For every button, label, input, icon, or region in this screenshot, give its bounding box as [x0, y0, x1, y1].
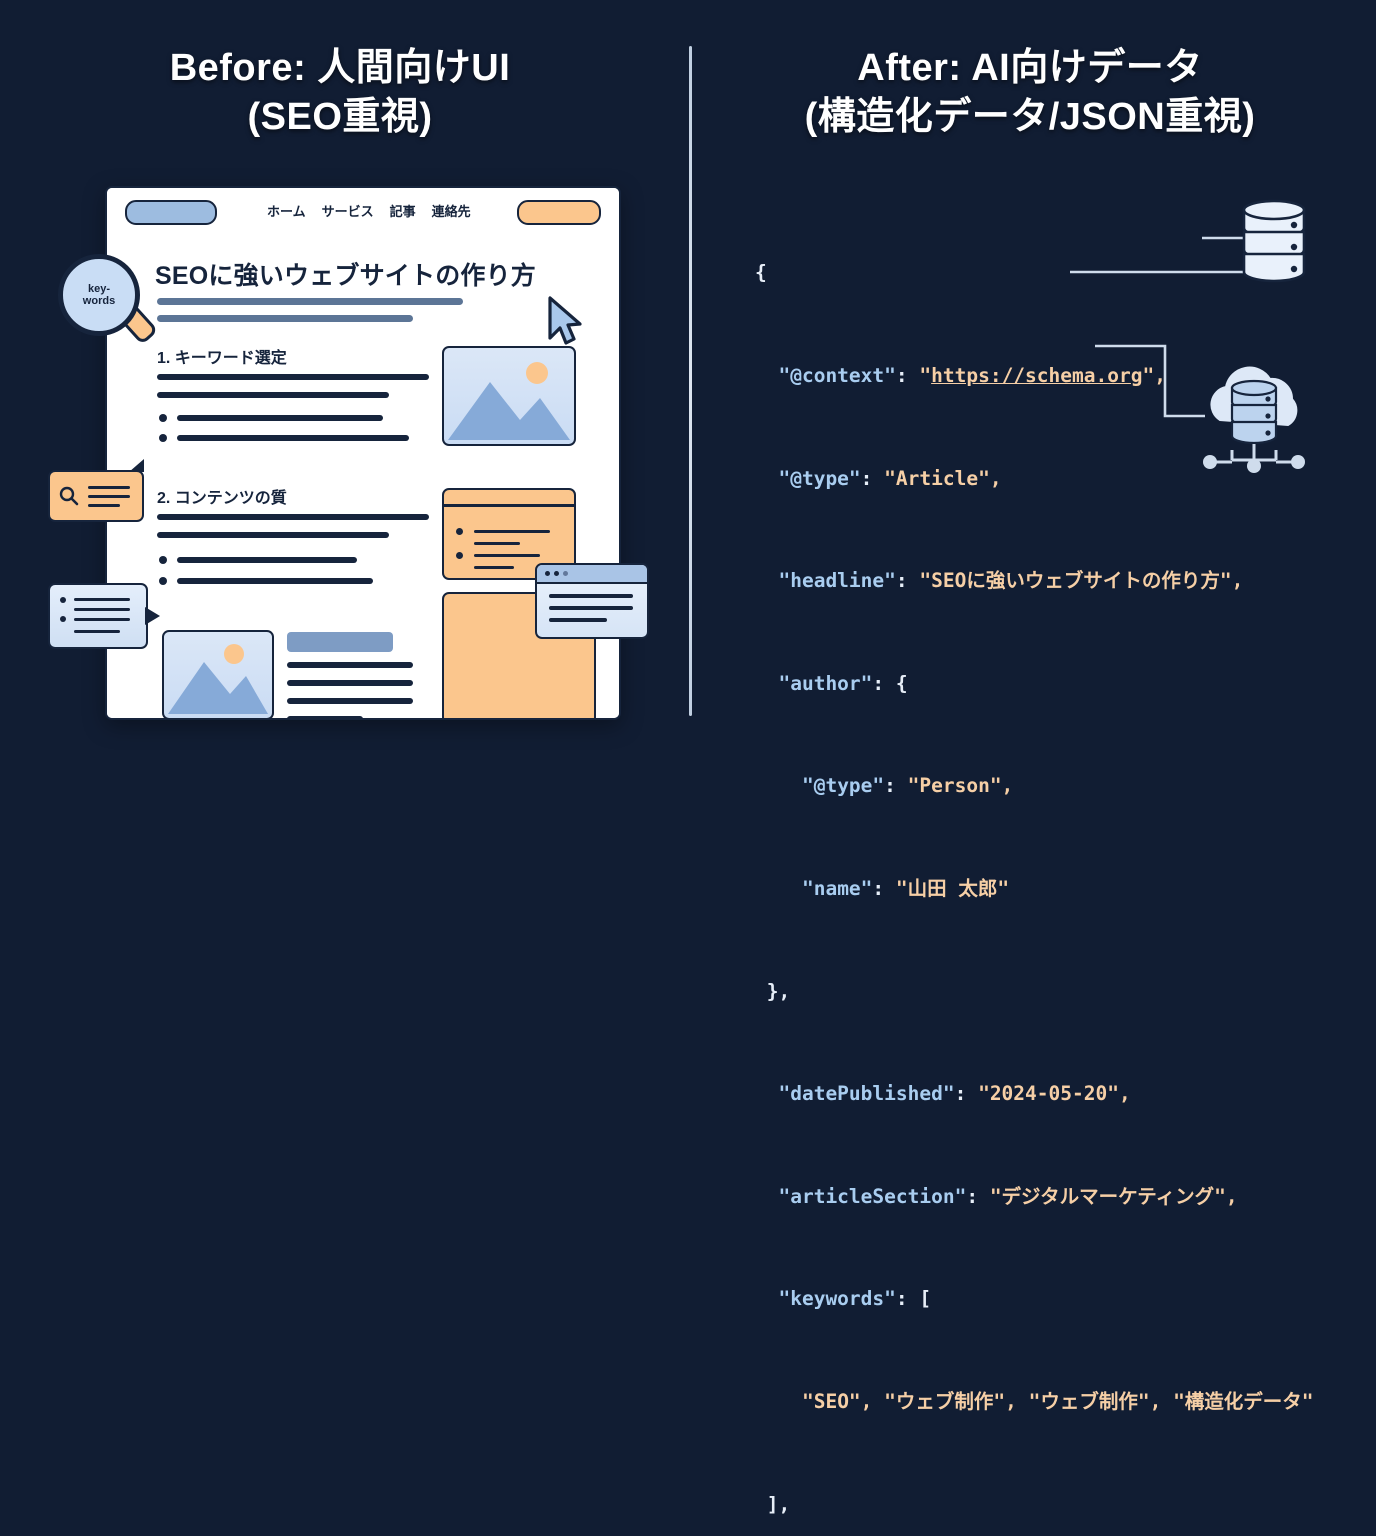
search-snippet-bubble — [48, 459, 144, 522]
sun-shape — [526, 362, 548, 384]
left-title-line2: (SEO重視) — [247, 95, 433, 138]
card-line — [474, 530, 550, 533]
bullet-line — [177, 578, 373, 584]
lead-line-2 — [157, 315, 413, 322]
magnifier-lens: key-words — [58, 254, 140, 336]
json-line: "headline": "SEOに強いウェブサイトの作り方", — [778, 569, 1244, 593]
site-nav[interactable]: ホーム サービス 記事 連絡先 — [267, 201, 471, 220]
site-page-body: SEOに強いウェブサイトの作り方 1. キーワード選定 2. コンテンツの質 — [107, 234, 619, 718]
left-panel-title: Before: 人間向けUI (SEO重視) — [30, 44, 650, 141]
sun-shape — [224, 644, 244, 664]
nav-item-services[interactable]: サービス — [321, 204, 374, 219]
json-line: "datePublished": "2024-05-20", — [778, 1082, 1131, 1106]
json-line: "SEO", "ウェブ制作", "ウェブ制作", "構造化データ" — [801, 1389, 1314, 1413]
json-line: "@type": "Person", — [801, 774, 1014, 798]
subheading-placeholder — [287, 632, 393, 652]
cloud-database-icon — [1203, 366, 1305, 473]
right-title-line2: (構造化データ/JSON重視) — [804, 95, 1256, 138]
right-panel-title: After: AI向けデータ (構造化データ/JSON重視) — [700, 44, 1360, 141]
text-line — [287, 662, 413, 668]
bullet-dot — [159, 414, 167, 422]
nav-item-home[interactable]: ホーム — [267, 204, 306, 219]
nav-item-articles[interactable]: 記事 — [389, 204, 416, 219]
mouse-cursor-icon — [548, 296, 582, 345]
window-dot — [545, 571, 550, 576]
slide-canvas: Before: 人間向けUI (SEO重視) After: AI向けデータ (構… — [30, 44, 1360, 1516]
card-line — [474, 542, 520, 545]
bullet-line — [177, 557, 357, 563]
mini-line — [549, 618, 607, 622]
text-line — [157, 392, 389, 398]
bullet-dot — [456, 528, 463, 535]
mountain-shape — [168, 662, 268, 714]
magnifying-glass-icon: key-words — [52, 252, 159, 352]
card-line — [474, 566, 514, 569]
site-header: ホーム サービス 記事 連絡先 — [107, 188, 619, 236]
site-cta-button[interactable] — [517, 200, 601, 225]
text-line — [157, 514, 429, 520]
json-line: }, — [766, 979, 791, 1003]
bullet-dot — [159, 434, 167, 442]
card-line — [474, 554, 540, 557]
bullet-dot — [159, 577, 167, 585]
bullet-dot — [60, 597, 66, 603]
nav-item-contact[interactable]: 連絡先 — [431, 204, 471, 219]
json-line: "@type": "Article", — [778, 466, 1002, 490]
bubble-line — [74, 598, 130, 601]
mini-browser-card — [535, 563, 649, 639]
site-logo-placeholder — [125, 200, 217, 225]
text-line — [287, 716, 363, 718]
bullet-dot — [60, 616, 66, 622]
text-line — [287, 680, 413, 686]
mini-line — [549, 606, 633, 610]
magnifier-label: key-words — [82, 282, 116, 307]
section-2-heading: 2. コンテンツの質 — [157, 490, 287, 507]
json-line: "name": "山田 太郎" — [801, 876, 1010, 900]
json-line: "keywords": [ — [778, 1287, 932, 1311]
page-headline: SEOに強いウェブサイトの作り方 — [155, 262, 536, 290]
json-line: "articleSection": "デジタルマーケティング", — [778, 1184, 1238, 1208]
left-title-line1: Before: 人間向けUI — [169, 47, 511, 89]
text-line — [157, 374, 429, 380]
json-line: ], — [766, 1492, 791, 1516]
card-top-bar — [444, 504, 574, 507]
bubble-line — [88, 504, 120, 507]
mini-browser-titlebar — [537, 565, 647, 584]
list-snippet-bubble — [48, 583, 160, 649]
text-line — [157, 532, 389, 538]
database-icon — [1242, 199, 1306, 283]
window-dot — [554, 571, 559, 576]
bullet-line — [177, 435, 409, 441]
bullet-line — [177, 415, 383, 421]
bubble-line — [88, 495, 130, 498]
lead-line-1 — [157, 298, 463, 305]
bullet-dot — [456, 552, 463, 559]
mountain-shape — [448, 382, 570, 440]
json-line: { — [755, 261, 767, 285]
right-title-line1: After: AI向けデータ — [857, 47, 1203, 89]
mini-line — [549, 594, 633, 598]
search-icon — [59, 486, 79, 506]
image-placeholder — [162, 630, 274, 718]
schema-org-link[interactable]: https://schema.org — [931, 364, 1143, 387]
bubble-line — [74, 618, 130, 621]
section-1-heading: 1. キーワード選定 — [157, 350, 287, 367]
bullet-dot — [159, 556, 167, 564]
website-mockup: ホーム サービス 記事 連絡先 SEOに強いウェブサイトの作り方 1. キーワー… — [105, 186, 621, 720]
text-line — [287, 698, 413, 704]
image-placeholder — [442, 346, 576, 446]
json-line: "author": { — [778, 671, 908, 695]
panel-divider — [689, 46, 692, 716]
bubble-line — [74, 608, 130, 611]
window-dot — [563, 571, 568, 576]
bubble-line — [74, 630, 120, 633]
bubble-line — [88, 486, 130, 489]
